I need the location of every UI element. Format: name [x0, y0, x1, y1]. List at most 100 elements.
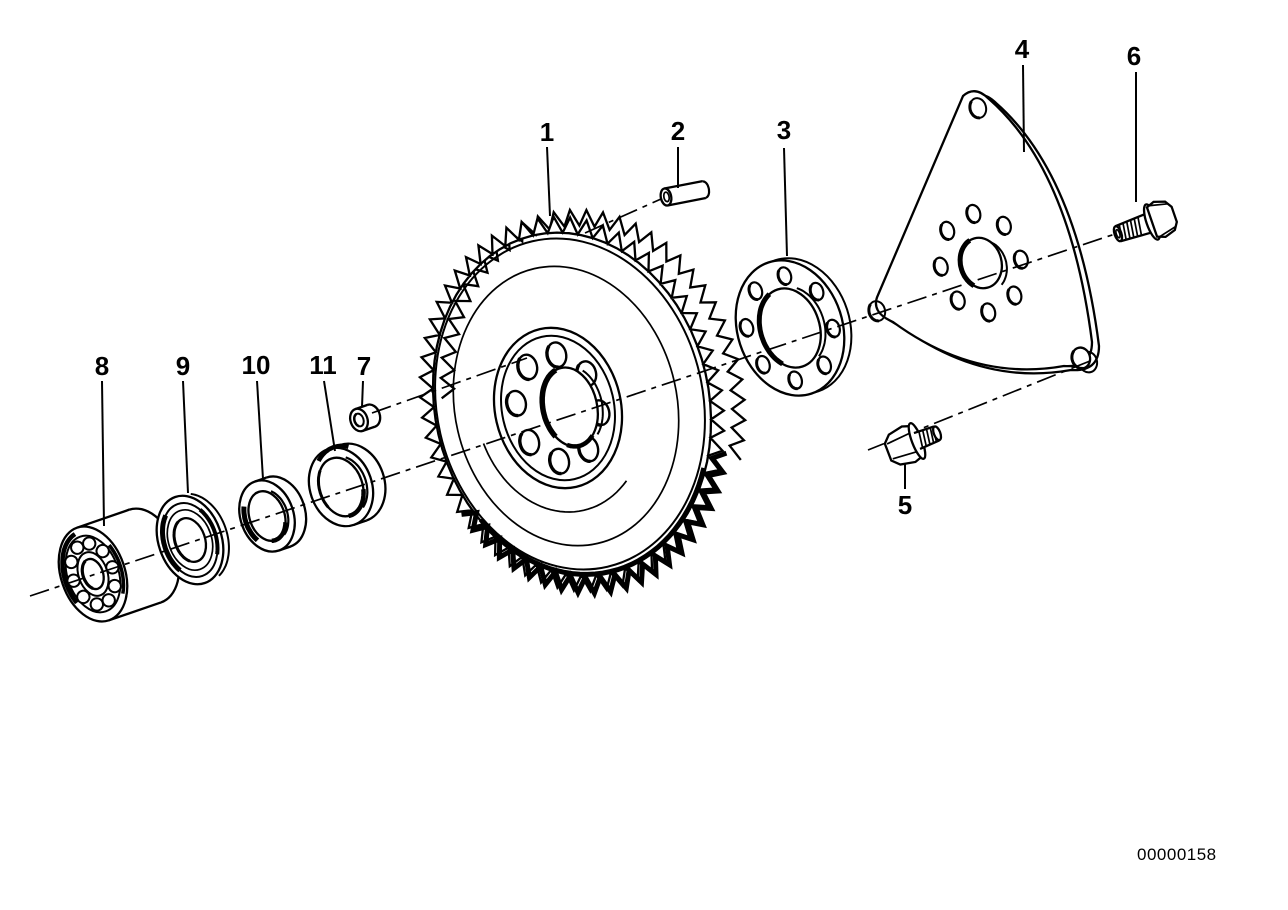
- flange-part-3-shape: [796, 287, 827, 357]
- hex-bolt-part-6-shape: [1158, 225, 1177, 238]
- flange-bolt-holes: [738, 266, 841, 391]
- plate-bolt-holes-shape: [965, 206, 976, 225]
- ball-bearing-part-8-shape: [107, 544, 126, 594]
- flywheel-part-1-shape: [500, 334, 616, 482]
- flange-bolt-holes-shape: [787, 373, 798, 391]
- bearing-balls: [64, 536, 122, 612]
- hex-bolt-part-5-shape: [918, 431, 924, 448]
- callout-7: 7: [356, 351, 372, 381]
- flywheel-part-1-shape: [438, 207, 748, 461]
- flange-bolt-holes-shape: [808, 285, 820, 302]
- flywheel-part-1-shape: [539, 367, 558, 439]
- cover-plate-part-4-shape: [1070, 350, 1084, 370]
- cover-plate-part-4-shape: [874, 90, 1094, 371]
- cover-plate-part-4-shape: [968, 100, 981, 120]
- flange-bolt-holes-shape: [776, 269, 787, 286]
- flywheel-bolt-holes-shape: [518, 432, 532, 457]
- bearing-balls-shape: [107, 578, 122, 594]
- guide-ring-part-11-shape: [316, 470, 330, 509]
- hex-bolt-part-5-shape: [925, 428, 931, 445]
- flywheel-part-1-shape: [478, 467, 707, 577]
- flange-bolt-holes-shape: [755, 358, 766, 375]
- plate-bolt-holes-shape: [939, 223, 950, 241]
- hex-bolt-part-6-shape: [1122, 222, 1128, 240]
- plate-bolt-holes-shape: [995, 218, 1006, 236]
- main-axis-line: [29, 232, 1119, 597]
- flywheel-part-1-shape: [566, 434, 595, 449]
- flange-bolt-holes-shape: [738, 321, 750, 338]
- flywheel-bolt-holes-shape: [516, 357, 530, 382]
- hex-bolt-part-5: [883, 422, 943, 466]
- bearing-balls-shape: [76, 589, 91, 605]
- leader-9: [182, 380, 189, 494]
- cover-plate-part-4-shape: [957, 238, 976, 288]
- hex-bolt-part-6-shape: [1129, 220, 1135, 238]
- bushing-axis-line: [371, 357, 528, 414]
- cover-plate-part-4: [867, 90, 1101, 375]
- pin-axis-line: [584, 198, 662, 234]
- flange-bolt-holes-shape: [816, 358, 827, 376]
- flywheel-part-1-shape: [482, 443, 628, 513]
- ball-bearing-part-8-shape: [80, 559, 94, 590]
- callout-8: 8: [94, 351, 110, 381]
- callout-5: 5: [897, 490, 913, 520]
- dowel-pin-part-2-shape: [662, 191, 671, 203]
- bearing-balls-shape: [95, 543, 110, 559]
- plate-bolt-holes-shape: [980, 305, 991, 323]
- dowel-pin-part-2-shape: [702, 180, 711, 199]
- flywheel-part-1-shape: [582, 369, 604, 435]
- callout-2: 2: [670, 116, 686, 146]
- flange-part-3-shape: [756, 292, 784, 367]
- guide-ring-part-11-shape: [316, 443, 349, 462]
- hex-bolt-part-5-shape: [931, 425, 943, 442]
- hex-bolt-part-6-shape: [1125, 221, 1131, 239]
- flywheel-part-1: [417, 207, 748, 600]
- guide-ring-part-11-shape: [345, 456, 369, 509]
- spacer-ring-part-10: [238, 475, 308, 553]
- flywheel-bolt-holes-shape: [548, 451, 562, 476]
- hex-bolt-part-6-shape: [1137, 217, 1143, 235]
- dowel-pin-part-2-shape: [664, 179, 703, 190]
- hex-bolt-part-6-shape: [1133, 219, 1139, 237]
- callout-4: 4: [1014, 34, 1030, 64]
- document-number: 00000158: [1137, 845, 1217, 864]
- ball-bearing-part-8-shape: [60, 532, 79, 605]
- hex-bolt-part-5-shape: [892, 450, 919, 460]
- bearing-balls-shape: [64, 554, 79, 570]
- flange-bolt-holes-shape: [747, 284, 758, 302]
- leader-3: [783, 147, 788, 257]
- cover-plate-part-4-shape: [867, 303, 880, 323]
- bushing-part-7: [348, 403, 382, 433]
- dowel-pin-part-2: [659, 179, 711, 207]
- plate-bolt-holes-shape: [1012, 252, 1023, 270]
- hex-bolt-part-5-shape: [886, 431, 911, 445]
- bearing-race-part-9-shape: [198, 508, 220, 555]
- hex-bolt-part-6-shape: [1114, 211, 1150, 228]
- flange-part-3: [734, 257, 853, 397]
- flywheel-part-1-shape: [434, 237, 706, 571]
- hex-bolt-part-6-shape: [1148, 202, 1169, 207]
- leader-4: [1022, 64, 1025, 153]
- leader-10: [256, 380, 264, 480]
- callout-11: 11: [309, 350, 337, 380]
- callout-9: 9: [175, 351, 191, 381]
- bearing-race-part-9-shape: [159, 514, 182, 573]
- guide-ring-part-11-shape: [348, 488, 366, 519]
- leader-lines: [101, 64, 1137, 527]
- bearing-race-part-9-shape: [166, 509, 214, 571]
- cover-plate-part-4-shape: [989, 241, 1008, 286]
- flywheel-bolt-holes-shape: [545, 345, 559, 369]
- dowel-pin-part-2-shape: [667, 196, 707, 207]
- callout-10: 10: [241, 350, 271, 380]
- hex-bolt-part-5-shape: [929, 427, 935, 444]
- hex-bolt-part-6: [1112, 200, 1179, 243]
- leader-7: [361, 380, 364, 408]
- bearing-balls-shape: [81, 536, 97, 551]
- hex-bolt-part-5-shape: [921, 429, 928, 447]
- callout-1: 1: [539, 117, 555, 147]
- bearing-race-part-9-shape: [172, 520, 191, 563]
- ball-bearing-part-8-shape: [108, 601, 162, 622]
- flange-bolt-holes-shape: [825, 322, 836, 339]
